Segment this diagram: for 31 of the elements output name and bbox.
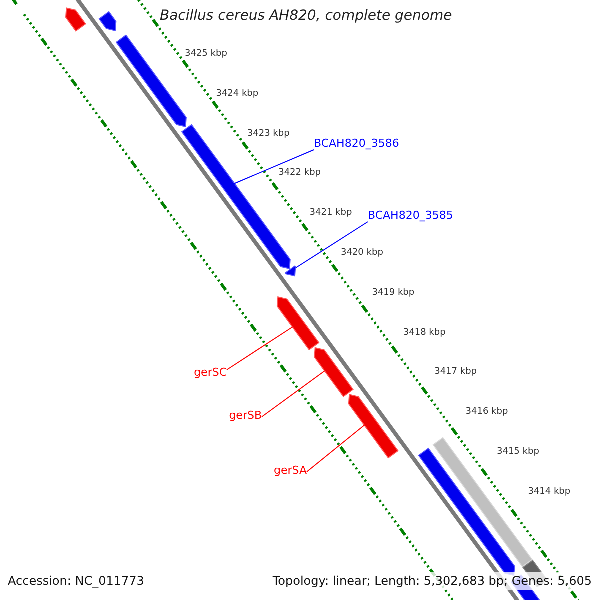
- leader-line: [306, 424, 366, 472]
- gene-feature: [314, 347, 354, 398]
- genome-summary-text: Topology: linear; Length: 5,302,683 bp; Genes: 5,605: [272, 572, 592, 590]
- gene-feature: [65, 8, 86, 32]
- genome-title: Bacillus cereus AH820, complete genome: [160, 8, 452, 26]
- scale-label: 3424 kbp: [216, 90, 259, 99]
- scale-label: 3415 kbp: [497, 448, 540, 457]
- gene-feature: [276, 296, 320, 351]
- scale-label: 3423 kbp: [247, 130, 290, 139]
- scale-label: 3417 kbp: [434, 368, 477, 378]
- gene-feature: [98, 11, 117, 32]
- scale-label: 3421 kbp: [310, 209, 352, 218]
- gene-label: BCAH820_3585: [368, 209, 454, 222]
- leader-line: [296, 222, 368, 268]
- gene-label: gerSC: [194, 366, 227, 379]
- leader-line: [262, 370, 326, 418]
- scale-label: 3425 kbp: [185, 50, 228, 59]
- scale-label: 3420 kbp: [341, 249, 384, 258]
- leader-line: [226, 326, 294, 370]
- scale-label: 3416 kbp: [466, 408, 508, 418]
- gene-label: BCAH820_3586: [314, 137, 400, 150]
- gene-feature: [348, 394, 399, 459]
- scale-label: 3414 kbp: [528, 488, 571, 497]
- gene-feature: [116, 34, 187, 128]
- gene-label: gerSA: [274, 464, 307, 477]
- scale-label: 3422 kbp: [278, 169, 321, 178]
- gene-feature: [284, 265, 296, 277]
- leader-line: [234, 150, 314, 184]
- gene-label: gerSB: [229, 409, 262, 422]
- scale-label: 3419 kbp: [372, 288, 415, 298]
- scale-label: 3418 kbp: [403, 328, 446, 338]
